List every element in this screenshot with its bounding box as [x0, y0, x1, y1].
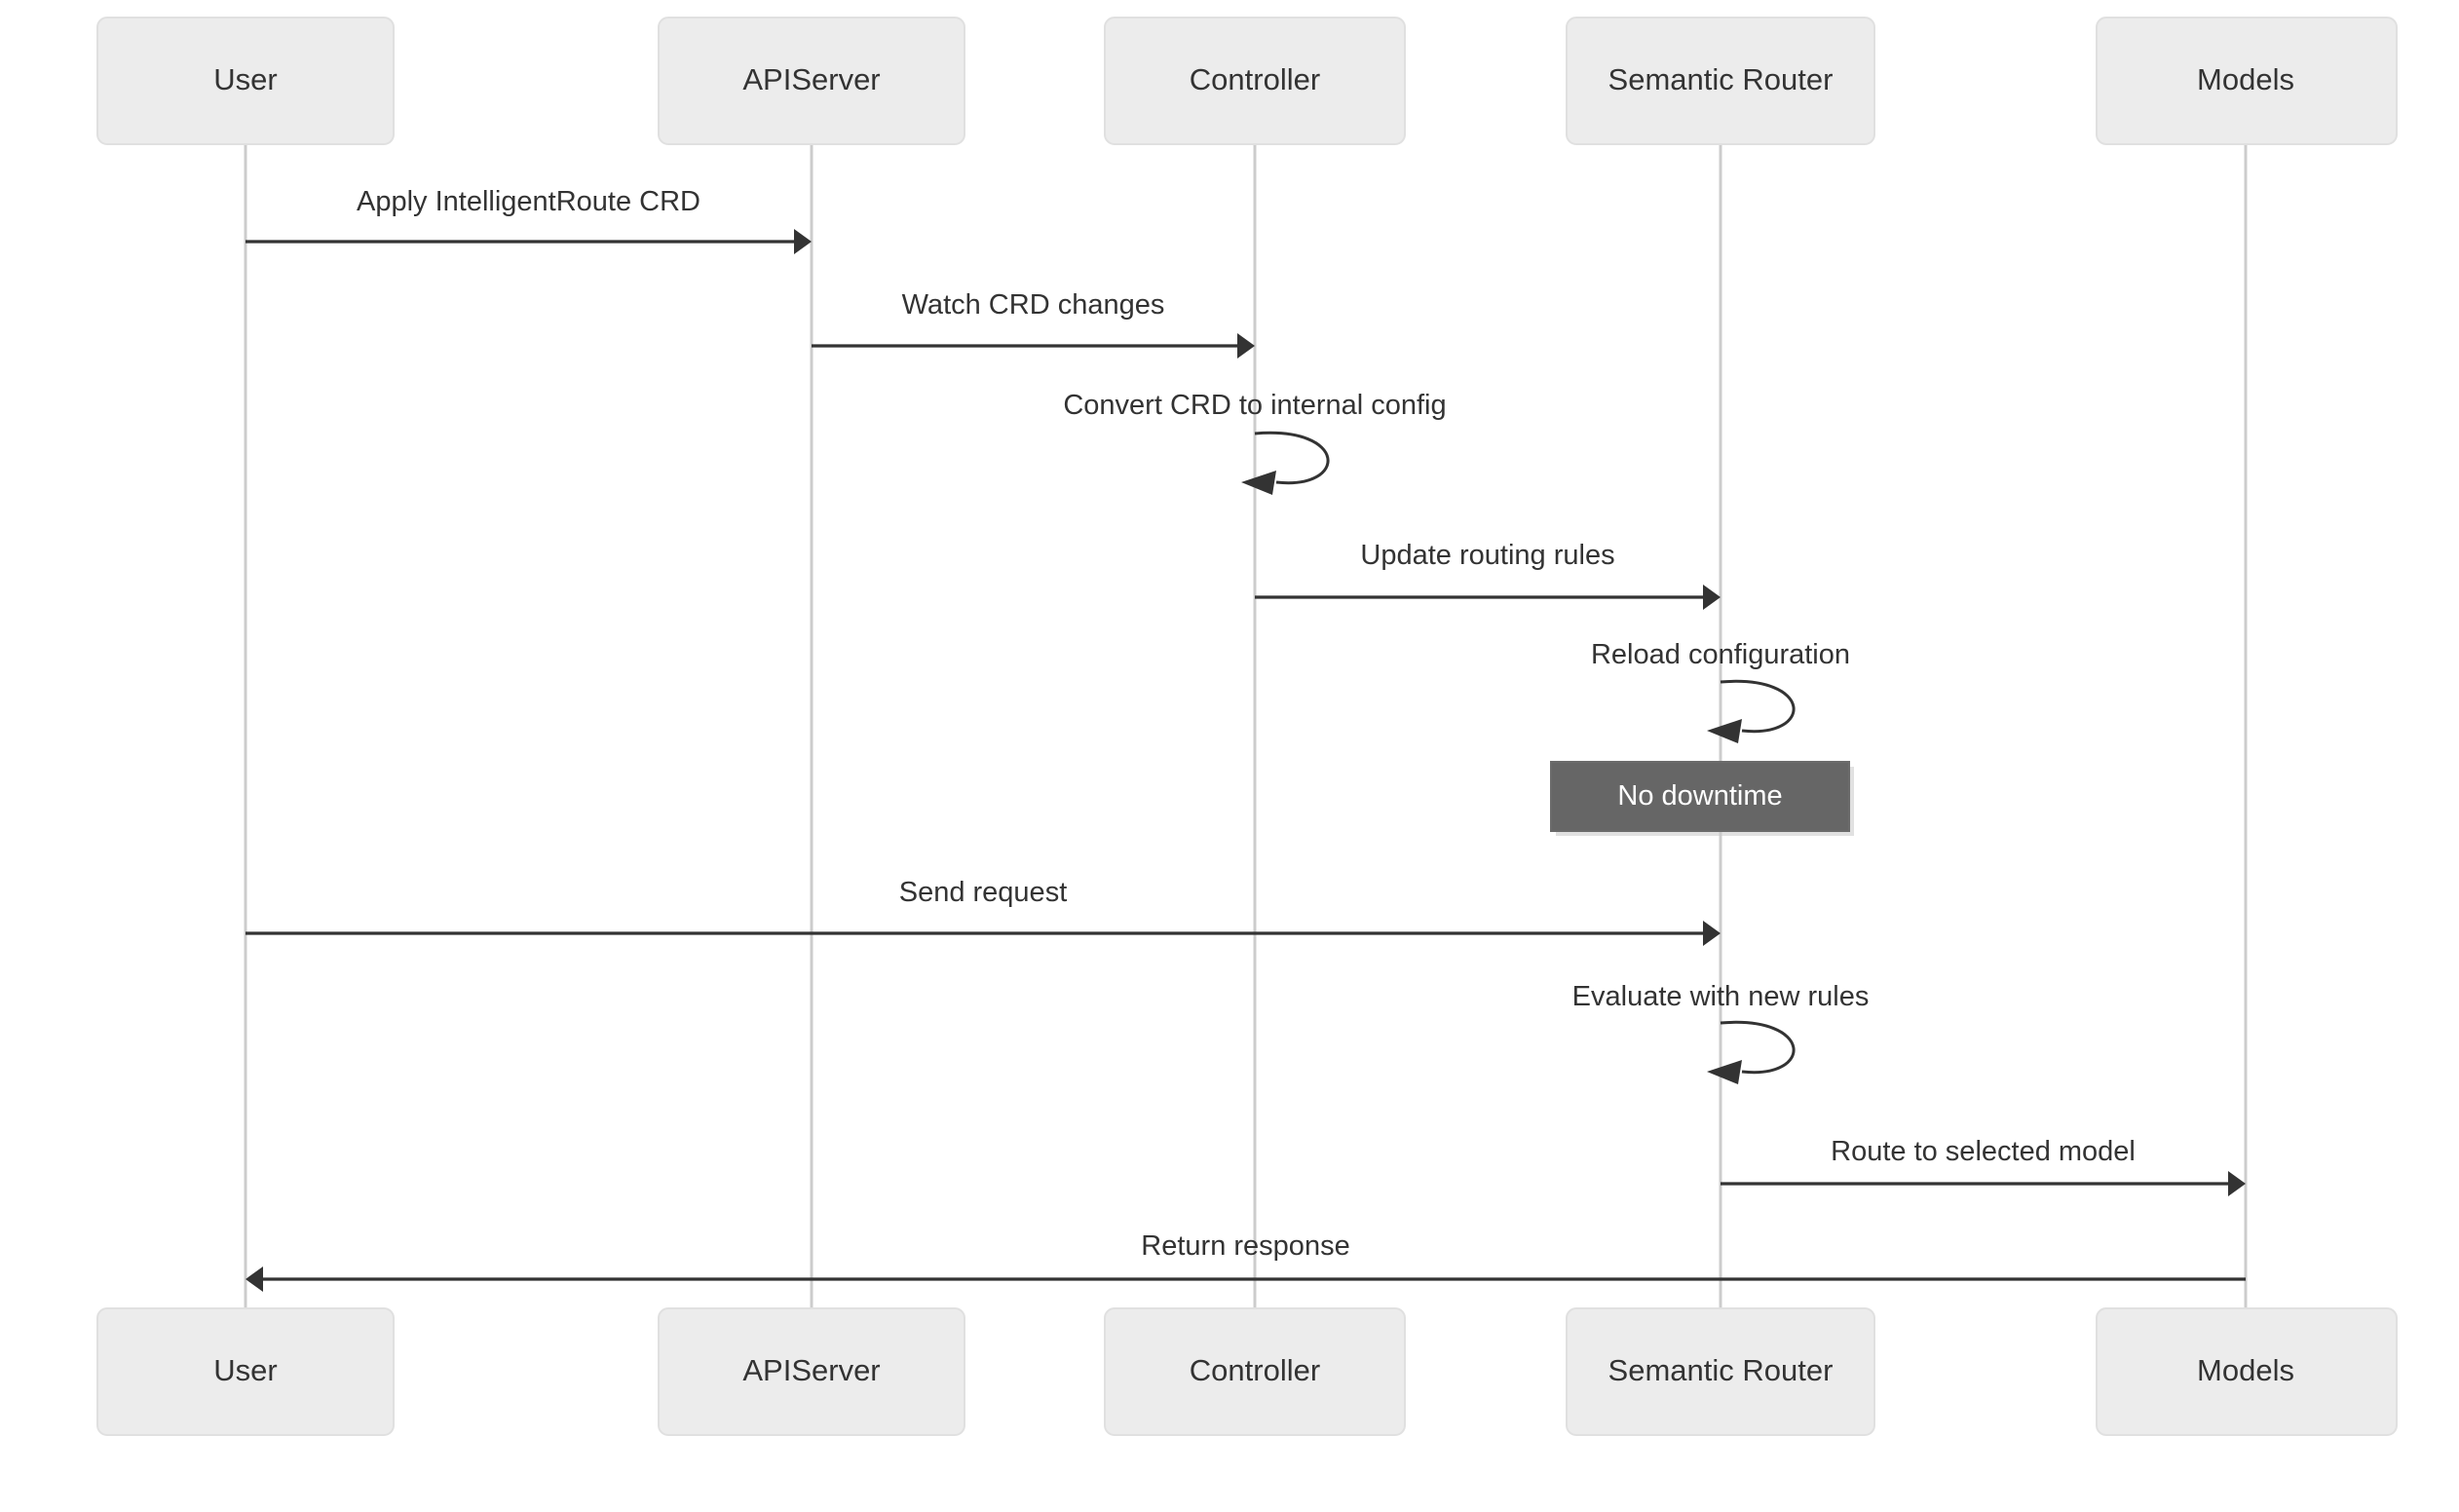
- actor-label-user: User: [213, 1353, 277, 1387]
- actor-apiserver-top[interactable]: APIServer: [658, 17, 965, 145]
- actor-box-models: [2096, 17, 2398, 145]
- message-label: Reload configuration: [1591, 639, 1850, 670]
- actor-box-router: [1566, 1307, 1875, 1436]
- note-box: [1550, 761, 1850, 832]
- messages-group: Apply IntelligentRoute CRD Watch CRD chan…: [246, 186, 2246, 1292]
- arrow-head-left: [246, 1266, 263, 1292]
- message-m4[interactable]: Update routing rules: [1255, 540, 1721, 610]
- actor-user-bottom[interactable]: User: [96, 1307, 395, 1436]
- actor-apiserver-bottom[interactable]: APIServer: [658, 1307, 965, 1436]
- actor-box-router: [1566, 17, 1875, 145]
- actor-label-controller: Controller: [1190, 62, 1320, 96]
- message-m7[interactable]: Evaluate with new rules: [1572, 981, 1870, 1084]
- actor-headers-top: User APIServer Controller Semantic Router Mo…: [96, 17, 2398, 145]
- arrow-head-right: [1703, 921, 1721, 946]
- message-m5[interactable]: Reload configuration: [1591, 639, 1850, 743]
- actor-box-controller: [1104, 1307, 1406, 1436]
- arrow-head-left: [1707, 719, 1742, 743]
- message-m2[interactable]: Watch CRD changes: [812, 289, 1255, 359]
- notes-group: No downtime: [1550, 761, 1854, 836]
- self-loop-path: [1254, 431, 1330, 485]
- actor-models-bottom[interactable]: Models: [2096, 1307, 2398, 1436]
- actor-headers-bottom: User APIServer Controller Semantic Router Mo…: [96, 1307, 2398, 1436]
- arrow-head-left: [1241, 471, 1276, 495]
- message-label: Evaluate with new rules: [1572, 981, 1870, 1012]
- arrow-head-left: [1707, 1060, 1742, 1084]
- message-label: Update routing rules: [1360, 540, 1614, 571]
- actor-controller-top[interactable]: Controller: [1104, 17, 1406, 145]
- self-loop-path: [1720, 1020, 1796, 1075]
- actor-router-top[interactable]: Semantic Router: [1566, 17, 1875, 145]
- arrow-head-right: [2228, 1171, 2246, 1196]
- message-m8[interactable]: Route to selected model: [1721, 1136, 2246, 1196]
- actor-box-controller: [1104, 17, 1406, 145]
- actor-label-apiserver: APIServer: [742, 1353, 880, 1387]
- actor-box-apiserver: [658, 1307, 965, 1436]
- message-label: Apply IntelligentRoute CRD: [357, 186, 700, 217]
- message-label: Send request: [899, 877, 1068, 908]
- note-label: No downtime: [1617, 780, 1782, 812]
- message-label: Watch CRD changes: [902, 289, 1165, 321]
- actor-label-apiserver: APIServer: [742, 62, 880, 96]
- lifelines-group: [244, 144, 2248, 1308]
- actor-box-user: [96, 1307, 395, 1436]
- actor-label-router: Semantic Router: [1608, 1353, 1834, 1387]
- arrow-head-right: [1703, 585, 1721, 610]
- message-m3[interactable]: Convert CRD to internal config: [1063, 390, 1447, 495]
- message-m9[interactable]: Return response: [246, 1230, 2246, 1292]
- actor-label-user: User: [213, 62, 277, 96]
- actor-controller-bottom[interactable]: Controller: [1104, 1307, 1406, 1436]
- actor-box-models: [2096, 1307, 2398, 1436]
- actor-label-models: Models: [2197, 1353, 2294, 1387]
- note-n1[interactable]: No downtime: [1550, 761, 1854, 836]
- message-m6[interactable]: Send request: [246, 877, 1721, 946]
- message-label: Route to selected model: [1831, 1136, 2136, 1167]
- message-m1[interactable]: Apply IntelligentRoute CRD: [246, 186, 812, 254]
- actor-box-apiserver: [658, 17, 965, 145]
- message-label: Return response: [1141, 1230, 1349, 1262]
- actor-label-router: Semantic Router: [1608, 62, 1834, 96]
- arrow-head-right: [1237, 333, 1255, 359]
- actor-user-top[interactable]: User: [96, 17, 395, 145]
- arrow-head-right: [794, 229, 812, 254]
- actor-router-bottom[interactable]: Semantic Router: [1566, 1307, 1875, 1436]
- actor-label-models: Models: [2197, 62, 2294, 96]
- actor-box-user: [96, 17, 395, 145]
- self-loop-path: [1720, 679, 1796, 734]
- message-label: Convert CRD to internal config: [1063, 390, 1446, 421]
- actor-models-top[interactable]: Models: [2096, 17, 2398, 145]
- actor-label-controller: Controller: [1190, 1353, 1320, 1387]
